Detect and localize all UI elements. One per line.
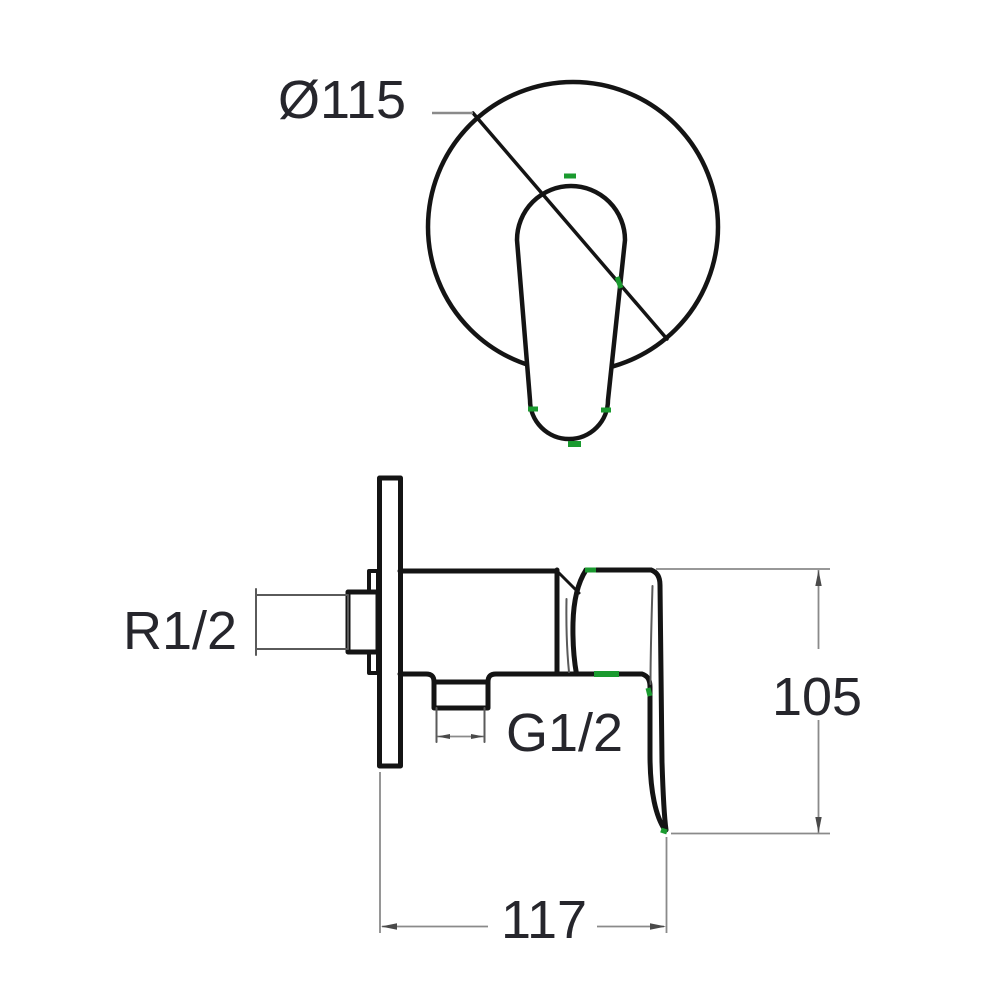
dimension-labels: Ø115 R1/2 G1/2 105 117 — [123, 70, 862, 950]
height-arrow-up — [815, 570, 822, 586]
outlet-arrow-left — [437, 734, 450, 739]
width-arrow-left — [381, 923, 397, 930]
outlet-thread-label: G1/2 — [506, 703, 623, 763]
inlet-thread-label: R1/2 — [123, 601, 237, 661]
side-view — [345, 475, 669, 833]
diameter-label: Ø115 — [278, 70, 406, 130]
outlet-arrow-right — [471, 734, 484, 739]
width-arrow-right — [650, 923, 666, 930]
artifact-mark — [645, 687, 653, 697]
mounting-collar-lower — [367, 650, 380, 675]
cartridge-seam-line — [565, 598, 570, 673]
inlet-pipe-thin-outline — [255, 594, 349, 650]
inlet-stub — [345, 589, 381, 655]
artifact-mark — [614, 276, 624, 289]
artifact-mark — [660, 827, 668, 835]
outlet-stub — [431, 679, 491, 711]
mounting-collar-upper — [367, 569, 380, 594]
handle-back-edge — [556, 671, 668, 833]
diameter-leader-diagonal — [471, 111, 669, 341]
valve-body-bottom-left — [397, 671, 437, 685]
wall-plate — [377, 475, 403, 769]
height-arrow-down — [815, 817, 822, 833]
height-label: 105 — [772, 667, 862, 727]
body-handle-notch-line — [556, 570, 581, 595]
lever-handle-front-view — [514, 183, 628, 442]
side-view-thin-lines — [255, 585, 654, 743]
handle-front-inner-line — [649, 585, 654, 685]
handle-front-edge — [648, 567, 669, 833]
valve-body-bottom-right — [485, 671, 562, 685]
front-view — [425, 79, 721, 442]
artifact-marks — [528, 173, 668, 835]
dimension-arrowheads — [381, 570, 822, 930]
handle-collar-edge — [570, 567, 589, 677]
width-label: 117 — [501, 890, 587, 950]
